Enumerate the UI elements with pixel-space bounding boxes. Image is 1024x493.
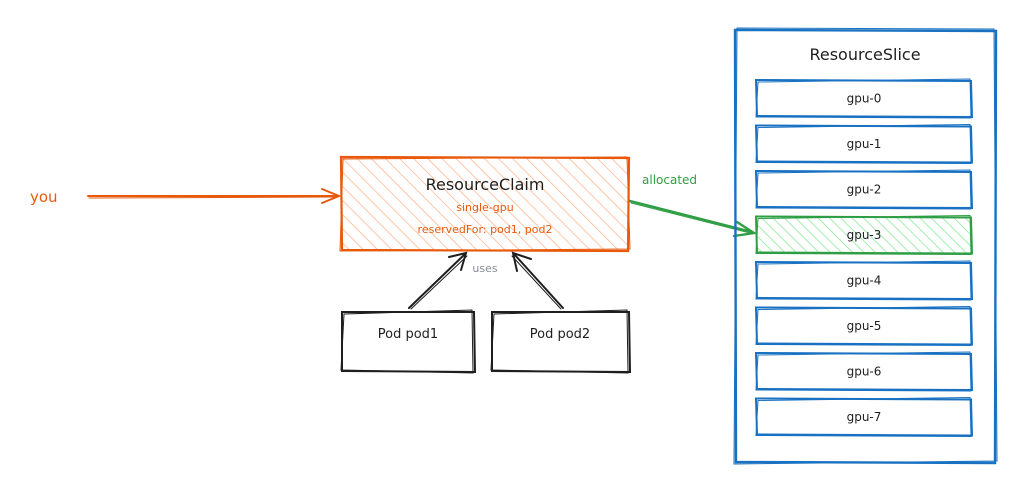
arrow-you-to-claim [87, 188, 342, 204]
device-label: gpu-3 [847, 228, 882, 242]
device-list: gpu-0 gpu-1 gpu-2 gpu-3 gpu-4 gpu-5 gpu-6 gpu-7 [754, 78, 974, 438]
resource-slice-title: ResourceSlice [809, 45, 920, 64]
device-label: gpu-7 [847, 410, 882, 424]
device-label: gpu-6 [847, 365, 882, 379]
device-label: gpu-1 [847, 137, 882, 151]
pod2-label: Pod pod2 [530, 327, 590, 342]
arrow-allocated [628, 199, 758, 238]
pod1-label: Pod pod1 [378, 327, 438, 342]
resource-claim-box[interactable]: ResourceClaim single-gpu reservedFor: po… [339, 155, 631, 253]
device-row-gpu-5[interactable]: gpu-5 [754, 305, 974, 347]
pod-box-pod1[interactable]: Pod pod1 [340, 309, 477, 374]
device-label: gpu-2 [847, 183, 882, 197]
actor-you-label: you [30, 188, 58, 206]
device-row-gpu-2[interactable]: gpu-2 [754, 169, 974, 210]
device-label: gpu-5 [847, 319, 882, 333]
resource-claim-title: ResourceClaim [426, 175, 545, 194]
arrow-pod1-uses-claim [408, 251, 468, 310]
device-row-gpu-0[interactable]: gpu-0 [754, 78, 974, 119]
device-row-gpu-7[interactable]: gpu-7 [754, 396, 974, 438]
resource-claim-name: single-gpu [456, 201, 513, 214]
pod-box-pod2[interactable]: Pod pod2 [490, 309, 632, 374]
device-row-gpu-3[interactable]: gpu-3 [754, 214, 974, 256]
resource-claim-reserved-for: reservedFor: pod1, pod2 [418, 223, 553, 236]
device-label: gpu-4 [847, 274, 882, 288]
resource-slice-box[interactable]: ResourceSlice [733, 27, 998, 465]
device-row-gpu-6[interactable]: gpu-6 [754, 351, 974, 392]
device-row-gpu-4[interactable]: gpu-4 [754, 260, 974, 301]
allocated-label: allocated [642, 173, 697, 187]
uses-label: uses [472, 262, 497, 275]
device-row-gpu-1[interactable]: gpu-1 [754, 123, 974, 165]
arrow-pod2-uses-claim [511, 251, 564, 310]
device-label: gpu-0 [847, 92, 882, 106]
